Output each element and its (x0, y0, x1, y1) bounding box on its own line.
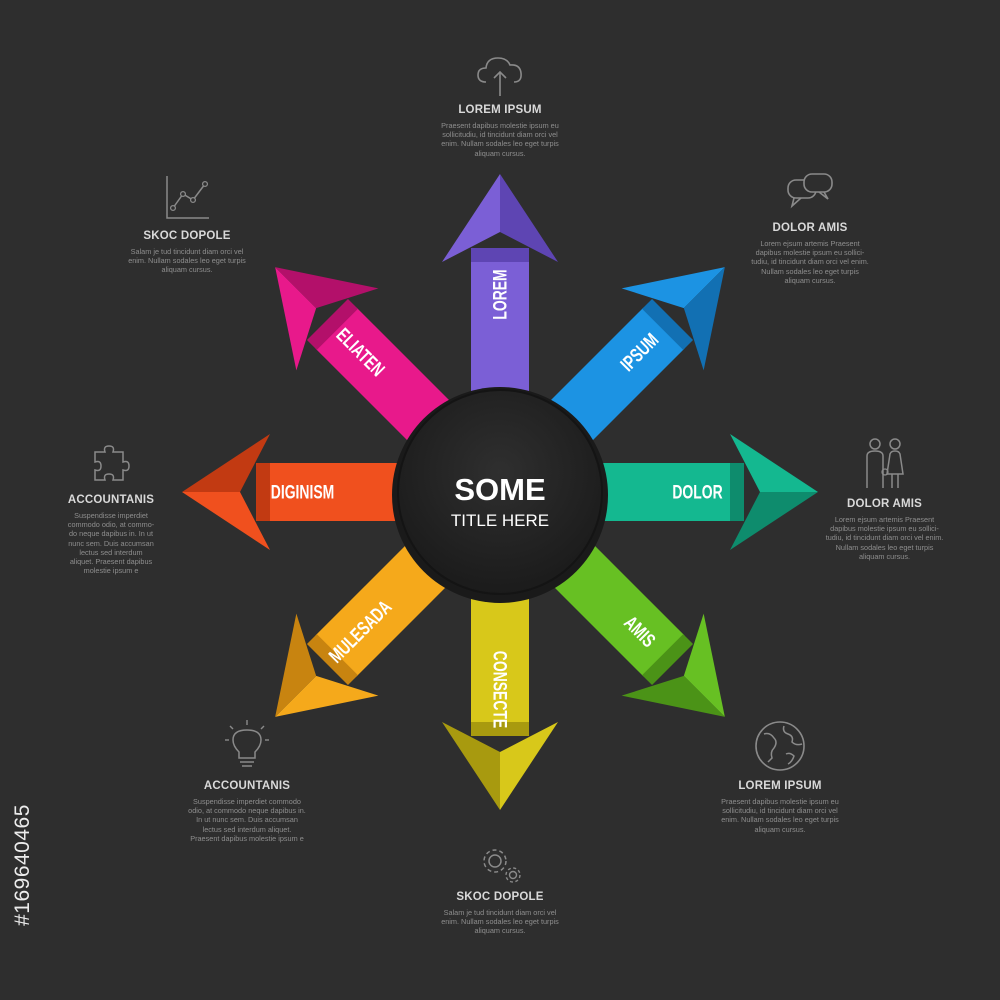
arrow-label: DOLOR (672, 481, 722, 503)
block-line: tudiu, id tincidunt diam orci vel enim. (825, 533, 944, 543)
stock-id-watermark: #169640465 (8, 750, 38, 980)
arrow-head-light (182, 492, 270, 550)
block-line: lectus sed interdum aliquet. (202, 824, 292, 834)
block-line: aliquet. Praesent dapibus (69, 557, 153, 567)
block-line: Salam je tud tincidunt diam orci vel (443, 908, 557, 917)
block-line: lectus sed interdum (79, 547, 143, 557)
center-title-light: TITLE HERE (451, 511, 549, 530)
arrow-head-light (500, 722, 558, 810)
arrow-label: DIGINISM (271, 481, 334, 503)
puzzle-piece-icon (94, 445, 130, 481)
arrow-head-dark (182, 434, 270, 492)
center-disc: SOME TITLE HERE (392, 387, 608, 603)
info-block-right: DOLOR AMIS Lorem ejsum artemis Praesent … (822, 436, 947, 561)
arrow-label: LOREM (489, 269, 511, 319)
info-block-bottom-right: LOREM IPSUM Praesent dapibus molestie ip… (705, 718, 855, 834)
arrow-fold-shadow (256, 463, 270, 521)
block-line: Salam je tud tincidunt diam orci vel (130, 247, 244, 256)
block-line: Praesent dapibus molestie ipsum e (190, 833, 304, 843)
arrow-label: CONSECTE (489, 651, 511, 728)
gears-icon (483, 849, 521, 883)
center-disc-face (397, 389, 603, 595)
block-title: DOLOR AMIS (846, 498, 923, 510)
block-line: molestie ipsum e (83, 566, 139, 576)
arrow-head-dark (730, 492, 818, 550)
block-line: Suspendisse imperdiet commodo (193, 797, 301, 806)
block-line: Lorem ejsum artemis Praesent (834, 515, 935, 524)
block-line: Nullam sodales leo eget turpis (835, 542, 934, 552)
block-line: do neque dapibus in. In ut (69, 529, 153, 539)
info-block-left: ACCOUNTANIS Suspendisse imperdiet commod… (52, 440, 170, 575)
block-line: In ut nunc sem. Duis accumsan (196, 815, 298, 825)
block-line: dapibus molestie ipsum eu sollici- (755, 248, 865, 258)
block-line: aliquam cursus. (474, 926, 526, 936)
block-line: tudiu, id tincidunt diam orci vel enim. (751, 257, 869, 267)
arrow-head-light (683, 613, 725, 717)
block-title: LOREM IPSUM (458, 104, 542, 116)
block-title: SKOC DOPOLE (143, 230, 231, 242)
block-title: DOLOR AMIS (772, 222, 848, 234)
arrow-fold-shadow (306, 298, 358, 350)
arrow-fold-shadow (642, 298, 694, 350)
block-line: Praesent dapibus molestie ipsum eu (441, 121, 559, 130)
block-line: odio, at commodo neque dapibus in. (188, 806, 306, 816)
stock-id-text: #169640465 (11, 804, 34, 926)
block-line: Praesent dapibus molestie ipsum eu (721, 797, 839, 806)
arrow-head-light (275, 267, 317, 371)
block-line: commodo odio, at commo- (67, 520, 155, 530)
lightbulb-icon (225, 720, 269, 767)
block-title: ACCOUNTANIS (203, 780, 291, 792)
globe-icon (755, 721, 805, 771)
arrow-head-light (442, 174, 500, 262)
block-title: ACCOUNTANIS (67, 494, 155, 506)
block-title: LOREM IPSUM (738, 780, 822, 792)
arrow-fold-shadow (306, 634, 358, 686)
cloud-upload-icon (477, 57, 522, 96)
block-line: sollicitudiu, id tincidunt diam orci vel (722, 806, 838, 816)
arrow-head-dark (275, 267, 379, 309)
block-line: aliquam cursus. (754, 824, 806, 834)
arrow-fold-shadow (471, 722, 529, 736)
block-line: Lorem ejsum artemis Praesent (760, 239, 860, 248)
arrow-head-dark (621, 675, 725, 717)
block-line: aliquam cursus. (858, 551, 911, 561)
arrow-head-light (621, 267, 725, 309)
info-block-top-left: SKOC DOPOLE Salam je tud tincidunt diam … (112, 172, 262, 275)
block-line: enim. Nullam sodales leo eget turpis (441, 139, 559, 149)
family-icon (865, 438, 904, 488)
block-line: aliquam cursus. (784, 275, 836, 285)
block-line: sollicitudiu, id tincidunt diam orci vel (442, 130, 558, 140)
arrow-head-dark (500, 174, 558, 262)
chat-bubbles-icon (787, 173, 833, 209)
block-line: Nullam sodales leo eget turpis (761, 266, 859, 276)
block-line: dapibus molestie ipsum eu sollici- (830, 524, 939, 534)
arrow-head-dark (683, 267, 725, 371)
arrow-fold-shadow (642, 634, 694, 686)
center-title-bold: SOME (454, 472, 545, 507)
info-block-bottom-left: ACCOUNTANIS Suspendisse imperdiet commod… (172, 718, 322, 843)
line-chart-icon (166, 176, 209, 219)
block-line: nunc sem. Duis accumsan (68, 538, 154, 548)
arrow-fold-shadow (730, 463, 744, 521)
info-block-top-right: DOLOR AMIS Lorem ejsum artemis Praesent … (740, 172, 880, 285)
arrow-head-light (730, 434, 818, 492)
info-block-top: LOREM IPSUM Praesent dapibus molestie ip… (425, 52, 575, 158)
arrow-head-light (275, 675, 379, 717)
block-line: enim. Nullam sodales leo eget turpis (721, 815, 839, 825)
block-line: enim. Nullam sodales leo eget turpis (128, 256, 246, 266)
arrow-head-dark (442, 722, 500, 810)
block-line: aliquam cursus. (474, 148, 526, 158)
block-title: SKOC DOPOLE (456, 891, 544, 903)
info-block-bottom: SKOC DOPOLE Salam je tud tincidunt diam … (425, 845, 575, 936)
arrow-diginism: DIGINISM (182, 434, 440, 550)
arrow-fold-shadow (471, 248, 529, 262)
arrow-head-dark (275, 613, 317, 717)
block-line: Suspendisse imperdiet (74, 511, 148, 520)
block-line: enim. Nullam sodales leo eget turpis (441, 917, 559, 927)
block-line: aliquam cursus. (161, 265, 213, 275)
